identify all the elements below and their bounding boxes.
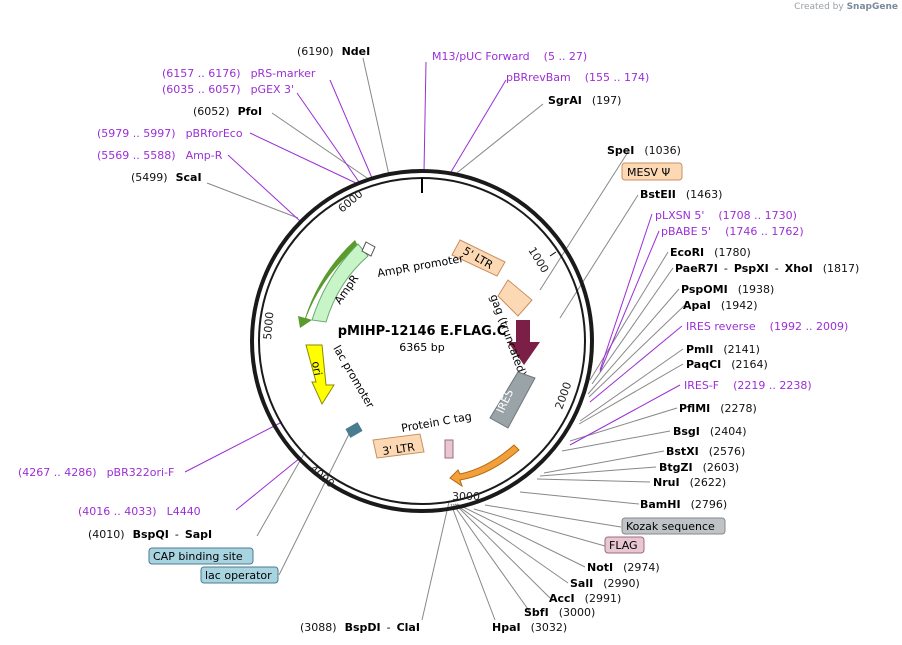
svg-text:BamHI(2796): BamHI(2796) bbox=[640, 498, 727, 511]
svg-text:PflMI(2278): PflMI(2278) bbox=[679, 402, 757, 415]
connector-lines bbox=[206, 57, 686, 621]
lac-operator-box bbox=[200, 566, 279, 584]
svg-text:EcoRI(1780): EcoRI(1780) bbox=[670, 246, 751, 259]
ltr5-feature bbox=[451, 239, 506, 277]
svg-text:(5569 .. 5588)Amp-R: (5569 .. 5588)Amp-R bbox=[97, 149, 223, 162]
plasmid-size: 6365 bp bbox=[399, 341, 444, 354]
right-site-labels: SgrAI(197) SpeI(1036) BstEII(1463) EcoRI… bbox=[492, 94, 859, 634]
svg-text:PaeR7I-PspXI-XhoI(1817): PaeR7I-PspXI-XhoI(1817) bbox=[675, 262, 859, 275]
left-site-labels: (6190)NdeI (6052)PfoI (5499)ScaI (4010)B… bbox=[88, 45, 420, 634]
ltr3-label: 3' LTR bbox=[382, 441, 416, 458]
ori-label: ori bbox=[309, 360, 324, 376]
svg-text:HpaI(3032): HpaI(3032) bbox=[492, 621, 567, 634]
svg-text:SgrAI(197): SgrAI(197) bbox=[548, 94, 621, 107]
svg-text:M13/pUC Forward(5 .. 27): M13/pUC Forward(5 .. 27) bbox=[432, 50, 587, 63]
ori-feature bbox=[305, 344, 335, 406]
svg-text:ApaI(1942): ApaI(1942) bbox=[683, 299, 757, 312]
svg-text:(4016 .. 4033)L4440: (4016 .. 4033)L4440 bbox=[78, 505, 201, 518]
svg-text:pLXSN 5'(1708 .. 1730): pLXSN 5'(1708 .. 1730) bbox=[655, 209, 797, 222]
svg-text:(6157 .. 6176)pRS-marker: (6157 .. 6176)pRS-marker bbox=[162, 67, 316, 80]
svg-text:SalI(2990): SalI(2990) bbox=[570, 577, 640, 590]
svg-text:(6190)NdeI: (6190)NdeI bbox=[297, 45, 370, 58]
mesv-box bbox=[621, 162, 683, 181]
ires-feature bbox=[489, 371, 536, 429]
protein-c-arrow bbox=[449, 444, 520, 488]
svg-text:(5979 .. 5997)pBRforEco: (5979 .. 5997)pBRforEco bbox=[97, 127, 243, 140]
svg-text:SbfI(3000): SbfI(3000) bbox=[524, 606, 595, 619]
protein-c-label: Protein C tag bbox=[400, 410, 472, 435]
flag-label: FLAG bbox=[609, 539, 638, 552]
svg-text:SpeI(1036): SpeI(1036) bbox=[607, 144, 681, 157]
svg-text:AccI(2991): AccI(2991) bbox=[549, 592, 621, 605]
svg-text:(4267 .. 4286)pBR322ori-F: (4267 .. 4286)pBR322ori-F bbox=[18, 466, 174, 479]
mesv-label: MESV Ψ bbox=[627, 166, 670, 179]
gag-feature bbox=[508, 320, 540, 365]
credit-prefix: Created by bbox=[794, 2, 844, 12]
svg-text:PaqCI(2164): PaqCI(2164) bbox=[686, 358, 768, 371]
snapgene-credit: Created by SnapGene bbox=[794, 2, 898, 12]
kozak-label: Kozak sequence bbox=[626, 520, 715, 533]
svg-text:pBABE 5'(1746 .. 1762): pBABE 5'(1746 .. 1762) bbox=[661, 225, 804, 238]
cap-label: CAP binding site bbox=[153, 550, 243, 563]
svg-text:IRES reverse(1992 .. 2009): IRES reverse(1992 .. 2009) bbox=[686, 320, 848, 333]
svg-text:(6035 .. 6057)pGEX 3': (6035 .. 6057)pGEX 3' bbox=[162, 83, 294, 96]
primer-labels: M13/pUC Forward(5 .. 27) pBRrevBam(155 .… bbox=[18, 50, 848, 518]
svg-text:NruI(2622): NruI(2622) bbox=[653, 476, 726, 489]
ampr-feature bbox=[311, 243, 369, 323]
cap-box bbox=[148, 547, 254, 565]
svg-text:NotI(2974): NotI(2974) bbox=[587, 561, 660, 574]
lac-operator-label: lac operator bbox=[205, 569, 272, 582]
lac-operator-feature bbox=[345, 422, 363, 438]
svg-text:(4010)BspQI-SapI: (4010)BspQI-SapI bbox=[88, 528, 212, 541]
credit-brand: SnapGene bbox=[846, 2, 898, 12]
ampr-arrow-shadow bbox=[298, 240, 358, 328]
kozak-box bbox=[621, 517, 726, 535]
backbone-outer bbox=[250, 169, 594, 513]
lac-promoter-label: lac promoter bbox=[330, 343, 377, 411]
svg-text:PmlI(2141): PmlI(2141) bbox=[686, 343, 760, 356]
ampr-promoter-label: AmpR promoter bbox=[376, 252, 465, 280]
tick-5000: 5000 bbox=[261, 311, 276, 340]
gag-ltr-feature bbox=[497, 279, 533, 317]
svg-text:pBRrevBam(155 .. 174): pBRrevBam(155 .. 174) bbox=[506, 71, 649, 84]
flag-box bbox=[604, 536, 645, 554]
svg-text:IRES-F(2219 .. 2238): IRES-F(2219 .. 2238) bbox=[684, 379, 812, 392]
primer-connectors bbox=[184, 61, 683, 511]
svg-text:BtgZI(2603): BtgZI(2603) bbox=[659, 461, 739, 474]
flag-feature bbox=[444, 439, 454, 459]
svg-text:BstEII(1463): BstEII(1463) bbox=[640, 188, 722, 201]
svg-text:BstXI(2576): BstXI(2576) bbox=[666, 445, 745, 458]
svg-text:PspOMI(1938): PspOMI(1938) bbox=[681, 283, 774, 296]
svg-text:(5499)ScaI: (5499)ScaI bbox=[131, 171, 202, 184]
tick-1000: 1000 bbox=[525, 245, 551, 276]
svg-text:(6052)PfoI: (6052)PfoI bbox=[193, 105, 262, 118]
svg-text:(3088)BspDI-ClaI: (3088)BspDI-ClaI bbox=[300, 621, 420, 634]
svg-text:BsgI(2404): BsgI(2404) bbox=[673, 425, 746, 438]
plasmid-name: pMIHP-12146 E.FLAG.C bbox=[338, 324, 507, 339]
ltr3-feature bbox=[372, 433, 425, 459]
tick-3000: 3000 bbox=[452, 490, 480, 503]
ampr-promoter-feature bbox=[361, 241, 376, 257]
